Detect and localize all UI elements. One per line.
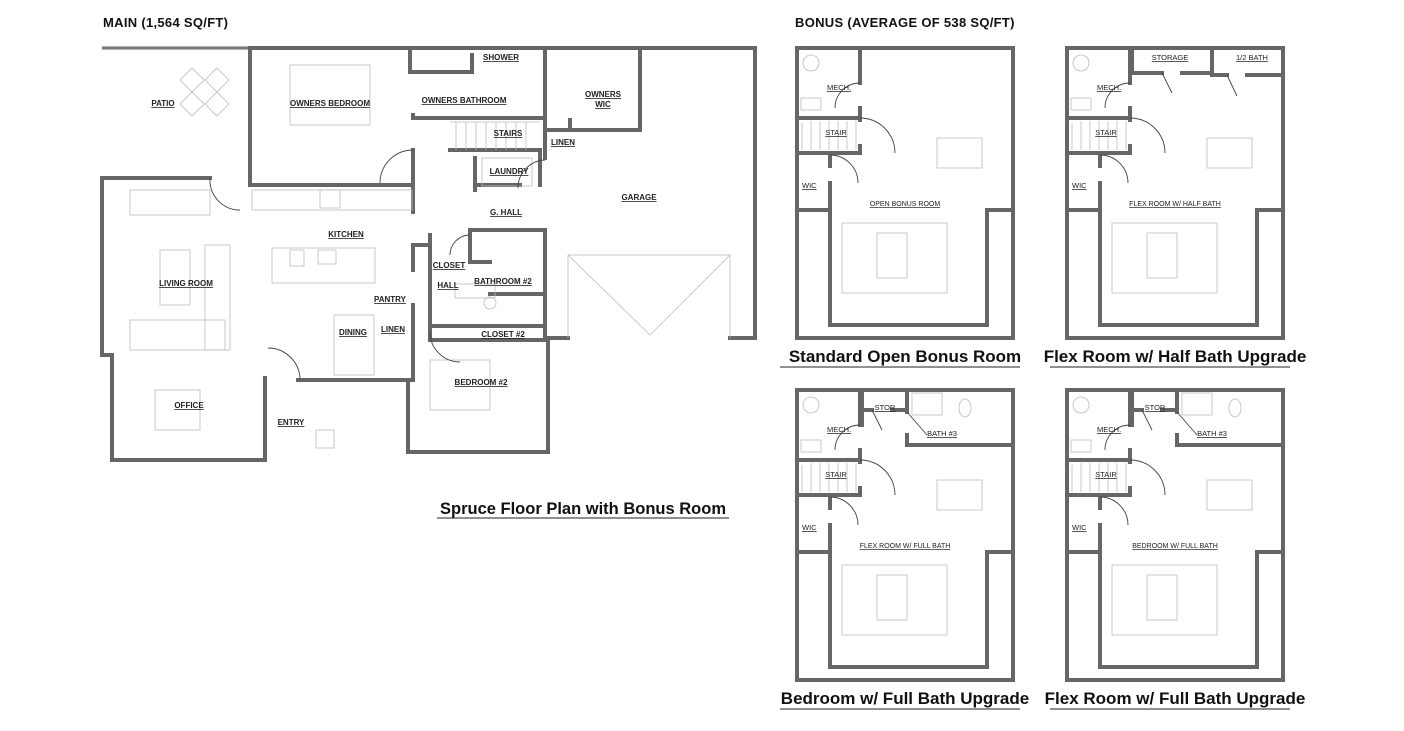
main-floor-plan: PATIO OWNERS BEDROOM SHOWER OWNERS BATHR…: [100, 46, 757, 519]
exterior-walls: [1065, 388, 1285, 682]
bonus-panel-half: MECH. STAIR WIC FLEX ROOM W/ HALF BATH STORA…: [1065, 46, 1285, 340]
room-label-room: FLEX ROOM W/ HALF BATH: [1129, 201, 1221, 208]
room-label-linen-lower: LINEN: [381, 325, 405, 334]
room-label-hall: HALL: [437, 281, 458, 290]
water-heater-icon: [1072, 396, 1090, 414]
room-label-wic: WIC: [1072, 181, 1087, 190]
room-label-stair: STAIR: [1095, 470, 1117, 479]
room-label-storage: STOR: [875, 403, 896, 412]
room-label-stair: STAIR: [825, 128, 847, 137]
room-label-mech: MECH.: [827, 83, 851, 92]
furniture: [1111, 137, 1253, 294]
door-swings: [1099, 424, 1166, 526]
bonus-panel-caption: Bedroom w/ Full Bath Upgrade: [781, 689, 1029, 708]
furnace-icon: [1070, 97, 1092, 111]
room-label-owners-bathroom: OWNERS BATHROOM: [422, 96, 507, 105]
door-swings: [1099, 82, 1166, 184]
furniture: [841, 479, 983, 636]
bonus-panel-caption: Flex Room w/ Full Bath Upgrade: [1045, 689, 1306, 708]
room-label-closet-2: CLOSET #2: [481, 330, 525, 339]
room-label-owners-wic-2: WIC: [595, 100, 611, 109]
room-label-stair: STAIR: [825, 470, 847, 479]
room-label-stair: STAIR: [1095, 128, 1117, 137]
room-label-linen-upper: LINEN: [551, 138, 575, 147]
room-label-mech: MECH.: [1097, 83, 1121, 92]
furnace-icon: [800, 439, 822, 453]
water-heater-icon: [802, 54, 820, 72]
storage-bath-walls: [1130, 388, 1285, 447]
room-label-bath: 1/2 BATH: [1236, 53, 1268, 62]
storage-bath-walls: [1130, 46, 1285, 77]
room-label-bedroom-2: BEDROOM #2: [455, 378, 508, 387]
room-label-room: BEDROOM W/ FULL BATH: [1132, 543, 1218, 550]
door-swings-upper: [1141, 409, 1198, 436]
toilet-icon: [1228, 398, 1242, 418]
room-label-dining: DINING: [339, 328, 367, 337]
room-label-living-room: LIVING ROOM: [159, 279, 213, 288]
room-label-bathroom-2: BATHROOM #2: [474, 277, 532, 286]
furnace-icon: [800, 97, 822, 111]
bonus-panel-caption: Standard Open Bonus Room: [789, 347, 1021, 366]
room-label-room: FLEX ROOM W/ FULL BATH: [860, 543, 951, 550]
stair-treads: [801, 121, 857, 150]
door-swings: [829, 82, 896, 184]
room-label-mech: MECH.: [1097, 425, 1121, 434]
toilet-icon: [958, 398, 972, 418]
storage-bath-walls: [860, 388, 1015, 447]
main-floor-heading: MAIN (1,564 SQ/FT): [103, 15, 229, 30]
stair-treads: [1071, 463, 1127, 492]
bonus-panel-open: MECH. STAIR WIC OPEN BONUS ROOM: [795, 46, 1015, 340]
room-label-bath: BATH #3: [1197, 429, 1227, 438]
bonus-panel-caption: Flex Room w/ Half Bath Upgrade: [1044, 347, 1307, 366]
stair-treads: [1071, 121, 1127, 150]
water-heater-icon: [1072, 54, 1090, 72]
main-furniture: [129, 64, 731, 449]
room-label-entry: ENTRY: [278, 418, 305, 427]
room-label-storage: STORAGE: [1152, 53, 1189, 62]
bonus-panel-full: MECH. STAIR WIC BEDROOM W/ FULL BATH STOR BAT…: [1065, 388, 1285, 682]
room-label-kitchen: KITCHEN: [328, 230, 364, 239]
room-label-pantry: PANTRY: [374, 295, 407, 304]
room-label-bath: BATH #3: [927, 429, 957, 438]
furniture: [1111, 479, 1253, 636]
door-swings-upper: [1161, 72, 1238, 97]
room-label-garage: GARAGE: [621, 193, 657, 202]
room-label-wic: WIC: [802, 523, 817, 532]
water-heater-icon: [802, 396, 820, 414]
exterior-walls: [795, 388, 1015, 682]
room-label-owners-wic: OWNERS: [585, 90, 622, 99]
room-label-wic: WIC: [802, 181, 817, 190]
room-label-wic: WIC: [1072, 523, 1087, 532]
furniture: [841, 137, 983, 294]
bonus-floor-heading: BONUS (AVERAGE OF 538 SQ/FT): [795, 15, 1015, 30]
bonus-floor-plans: MECH. STAIR WIC OPEN BONUS ROOM Standard Ope…: [780, 46, 1307, 710]
room-label-storage: STOR: [1145, 403, 1166, 412]
door-swings-upper: [871, 409, 928, 436]
main-room-labels: PATIO OWNERS BEDROOM SHOWER OWNERS BATHR…: [151, 53, 657, 427]
room-label-mech: MECH.: [827, 425, 851, 434]
room-label-room: OPEN BONUS ROOM: [870, 201, 941, 208]
room-label-patio: PATIO: [151, 99, 174, 108]
door-swings: [829, 424, 896, 526]
room-label-laundry: LAUNDRY: [490, 167, 529, 176]
main-plan-caption: Spruce Floor Plan with Bonus Room: [440, 499, 726, 518]
room-label-shower: SHOWER: [483, 53, 519, 62]
bonus-panel-full: MECH. STAIR WIC FLEX ROOM W/ FULL BATH STOR B…: [795, 388, 1015, 682]
room-label-closet: CLOSET: [433, 261, 466, 270]
room-label-stairs: STAIRS: [494, 129, 523, 138]
stair-treads: [801, 463, 857, 492]
sink-icon: [911, 392, 943, 416]
main-walls: [100, 46, 757, 462]
furnace-icon: [1070, 439, 1092, 453]
room-label-office: OFFICE: [174, 401, 204, 410]
sink-icon: [1181, 392, 1213, 416]
room-label-g-hall: G. HALL: [490, 208, 522, 217]
main-doors: [209, 149, 546, 381]
room-label-owners-bedroom: OWNERS BEDROOM: [290, 99, 370, 108]
exterior-walls: [795, 46, 1015, 340]
